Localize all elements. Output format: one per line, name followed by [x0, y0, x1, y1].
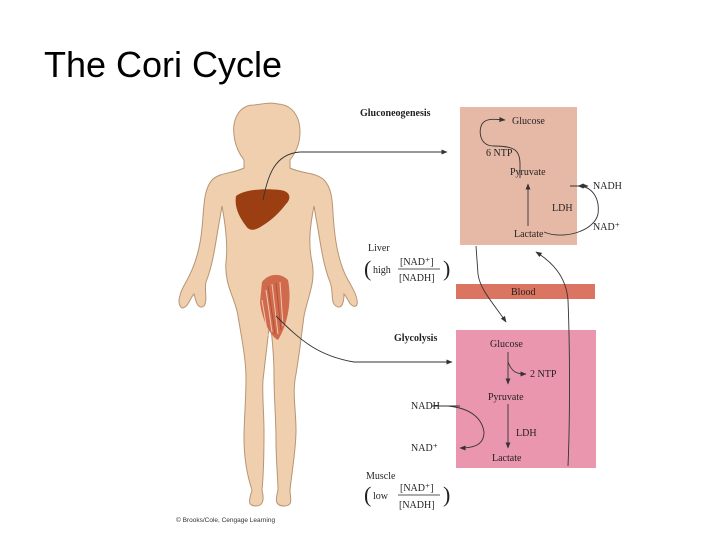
liver-ratio-denominator: [NADH] [399, 273, 435, 284]
liver-ldh-label: LDH [552, 203, 573, 214]
muscle-lactate-label: Lactate [492, 453, 522, 464]
svg-text:): ) [443, 482, 450, 507]
muscle-glucose-label: Glucose [490, 339, 523, 350]
liver-nadh-label: NADH [593, 181, 622, 192]
liver-ntp-label: 6 NTP [486, 148, 513, 159]
liver-nad-loop-arrow [543, 183, 599, 236]
gluconeogenesis-label: Gluconeogenesis [360, 108, 431, 119]
liver-ratio-numerator: [NAD⁺] [400, 257, 434, 268]
muscle-ratio: ( low [NAD⁺] [NADH] ) [364, 482, 450, 511]
liver-lactate-label: Lactate [514, 229, 544, 240]
liver-to-box-arrow [262, 149, 448, 201]
human-body-figure [178, 102, 358, 507]
glucose-to-muscle-arrow [475, 245, 507, 323]
muscle-box [456, 330, 596, 468]
muscle-ntp-label: 2 NTP [530, 369, 557, 380]
muscle-nadh-label: NADH [411, 401, 440, 412]
ntp-loop-arrow [479, 116, 521, 178]
liver-box [460, 107, 577, 245]
svg-text:(: ( [364, 256, 371, 281]
glycolysis-label: Glycolysis [394, 333, 437, 344]
muscle-nad-plus-label: NAD⁺ [411, 443, 438, 454]
muscle-organ-label: Muscle [366, 471, 396, 482]
liver-ratio-level: high [373, 265, 391, 276]
svg-text:): ) [443, 256, 450, 281]
muscle-ldh-label: LDH [516, 428, 537, 439]
liver-ratio: ( high [NAD⁺] [NADH] ) [364, 256, 450, 284]
muscle-to-box-arrow [275, 315, 453, 365]
blood-bar [456, 284, 595, 299]
blood-label: Blood [511, 287, 535, 298]
lactate-to-liver-arrow [535, 251, 570, 467]
muscle-ntp-arrow [507, 361, 527, 377]
muscle-pyruvate-label: Pyruvate [488, 392, 524, 403]
liver-pyruvate-label: Pyruvate [510, 167, 546, 178]
thigh-muscle [260, 274, 290, 340]
liver-glucose-label: Glucose [512, 116, 545, 127]
liver-organ-label: Liver [368, 243, 390, 254]
muscle-nadh-loop-arrow [447, 405, 485, 451]
svg-text:(: ( [364, 482, 371, 507]
muscle-ratio-denominator: [NADH] [399, 500, 435, 511]
slide-title: The Cori Cycle [44, 44, 283, 85]
liver-nad-plus-label: NAD⁺ [593, 222, 620, 233]
muscle-ratio-numerator: [NAD⁺] [400, 483, 434, 494]
liver-organ [235, 189, 290, 230]
copyright-credit: © Brooks/Cole, Cengage Learning [176, 516, 275, 524]
muscle-ratio-level: low [373, 491, 389, 502]
